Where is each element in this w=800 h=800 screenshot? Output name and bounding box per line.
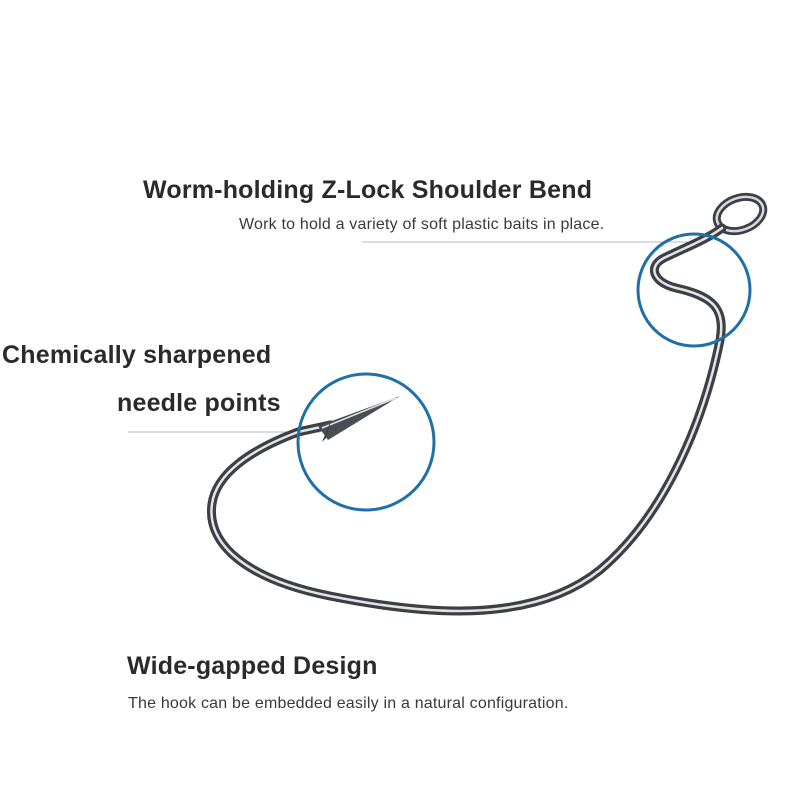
gap-heading: Wide-gapped Design: [127, 652, 378, 680]
zlock-description: Work to hold a variety of soft plastic b…: [239, 216, 605, 233]
zlock-callout-circle: [636, 232, 752, 348]
zlock-heading: Worm-holding Z-Lock Shoulder Bend: [143, 176, 593, 204]
point-callout-circle: [296, 372, 436, 512]
hook-body: [206, 223, 727, 616]
point-heading-line1: Chemically sharpened: [2, 341, 272, 369]
gap-description: The hook can be embedded easily in a nat…: [128, 695, 569, 712]
hook-eye: [712, 192, 768, 236]
point-heading-line2: needle points: [117, 389, 281, 417]
